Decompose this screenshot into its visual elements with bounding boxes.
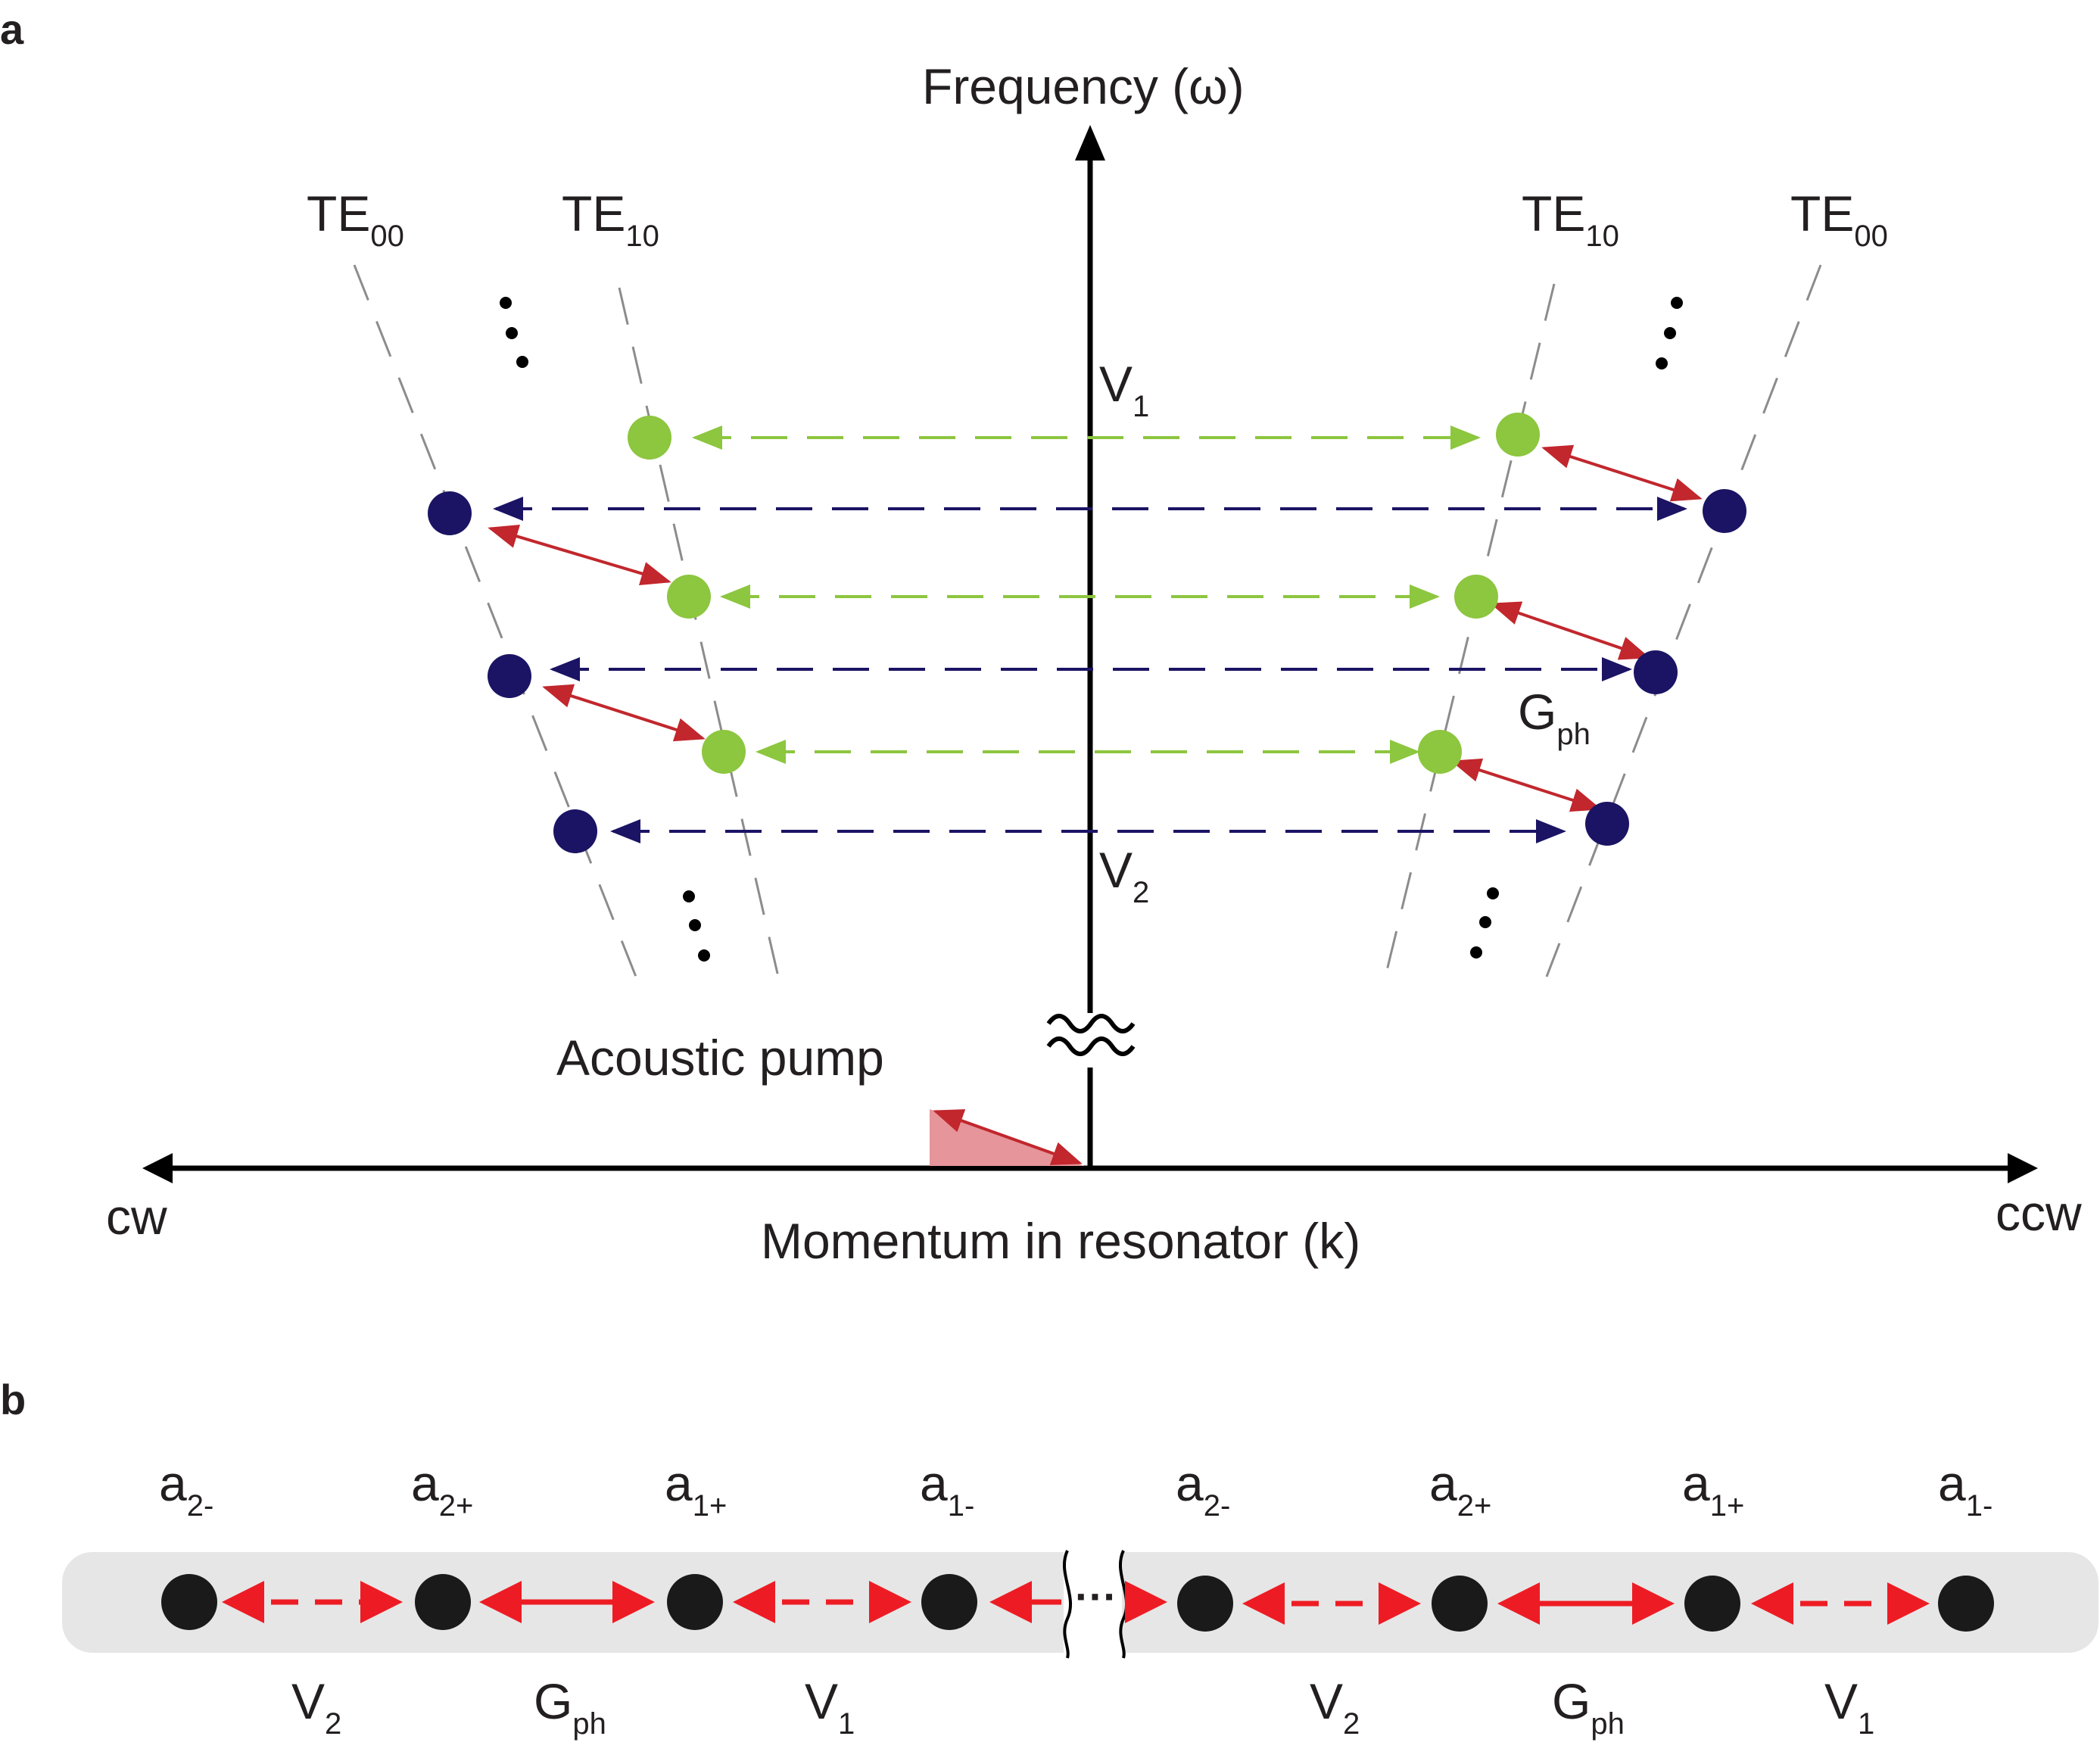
node-labels: a2- a2+ a1+ a1- a2- a2+ a1+ a1-	[159, 1455, 1993, 1523]
phonon-couplings	[488, 444, 1703, 812]
node-label: a1-	[1938, 1455, 1993, 1523]
mode-te00-cw-1	[428, 491, 472, 535]
v2-label: V2	[1099, 842, 1149, 909]
mode-te10-ccw-2	[1454, 575, 1498, 619]
chain-break: ···	[1063, 1548, 1128, 1659]
mode-te10-ccw-3	[1418, 730, 1462, 774]
mode-te10-cw-3	[702, 730, 746, 774]
dispersion-guides	[353, 264, 1822, 977]
node-a2-plus-2	[1432, 1576, 1488, 1632]
gph-label: Gph	[1518, 684, 1591, 751]
optical-modes	[428, 413, 1746, 853]
momentum-axis-left-arrowhead	[142, 1153, 173, 1183]
mode-label-te10-right: TE10	[1522, 185, 1619, 253]
node-a2-plus-1	[415, 1574, 471, 1630]
mode-te10-ccw-1	[1496, 413, 1540, 457]
mode-te00-ccw-2	[1634, 650, 1678, 694]
node-label: a1+	[1682, 1455, 1744, 1523]
panel-a-letter: a	[0, 5, 24, 53]
axis-break-squiggle-lower	[1046, 1036, 1136, 1056]
gph-left-2	[542, 684, 706, 742]
node-a2-minus-2	[1177, 1576, 1233, 1632]
node-a1-plus-2	[1684, 1576, 1740, 1632]
continuation-dots	[500, 297, 1683, 962]
chain-break-right-curve	[1119, 1550, 1128, 1659]
node-label: a2+	[1429, 1455, 1491, 1523]
panel-b-letter: b	[0, 1376, 26, 1423]
link-label: V1	[1824, 1673, 1874, 1741]
ccw-label: ccw	[1996, 1185, 2082, 1241]
link-label: Gph	[1552, 1673, 1625, 1741]
link-label: V2	[1310, 1673, 1360, 1741]
guide-te00-left	[353, 264, 637, 977]
gph-right-1	[1541, 444, 1703, 502]
node-label: a1+	[665, 1455, 727, 1523]
link-label: V2	[291, 1673, 341, 1741]
gph-right-2	[1490, 601, 1650, 660]
mode-te10-cw-2	[667, 575, 711, 619]
link-label: Gph	[534, 1673, 606, 1741]
node-label: a2-	[1176, 1455, 1230, 1523]
momentum-axis-label: Momentum in resonator (k)	[761, 1213, 1360, 1269]
guide-te10-right	[1384, 283, 1556, 977]
mode-te00-ccw-1	[1703, 489, 1746, 533]
mode-label-te10-left: TE10	[562, 185, 659, 253]
frequency-axis-label: Frequency (ω)	[922, 58, 1245, 114]
mode-te00-ccw-3	[1585, 802, 1629, 846]
mode-label-te00-right: TE00	[1790, 185, 1888, 253]
mode-te10-cw-1	[628, 416, 671, 460]
chain-nodes	[161, 1574, 1994, 1632]
acoustic-pump-label: Acoustic pump	[556, 1030, 884, 1086]
node-label: a2+	[411, 1455, 473, 1523]
link-label: V1	[805, 1673, 855, 1741]
node-label: a2-	[159, 1455, 213, 1523]
node-label: a1-	[920, 1455, 974, 1523]
node-a1-minus-1	[921, 1574, 977, 1630]
gph-left-1	[488, 524, 671, 586]
mode-label-te00-left: TE00	[307, 185, 404, 253]
frequency-axis	[1045, 125, 1136, 1170]
chain-break-left-curve	[1063, 1550, 1072, 1659]
cw-label: cw	[106, 1189, 167, 1245]
guide-te10-left	[618, 287, 780, 977]
chain-gap-ellipsis: ···	[1075, 1573, 1117, 1620]
node-a1-minus-2	[1938, 1576, 1994, 1632]
axis-break-squiggle-upper	[1046, 1014, 1136, 1033]
link-labels: V2 Gph V1 V2 Gph V1	[291, 1673, 1874, 1741]
cw-ccw-couplings	[493, 425, 1687, 843]
frequency-axis-arrowhead	[1075, 125, 1105, 161]
acoustic-pump-arrow	[933, 1109, 1083, 1165]
node-a2-minus-1	[161, 1574, 217, 1630]
mode-te00-cw-2	[488, 654, 531, 698]
guide-te00-right	[1545, 264, 1822, 977]
momentum-axis	[142, 1153, 2038, 1183]
mode-te00-cw-3	[553, 809, 597, 853]
acoustic-pump-vector	[930, 1109, 1084, 1166]
gph-right-3	[1450, 758, 1602, 812]
v1-label: V1	[1099, 356, 1149, 423]
panel-b: b ···	[0, 1376, 2098, 1741]
momentum-axis-right-arrowhead	[2008, 1153, 2038, 1183]
chain-links	[222, 1581, 1930, 1625]
panel-a: a	[0, 5, 2082, 1269]
node-a1-plus-1	[667, 1574, 723, 1630]
chain-break-gap	[1064, 1548, 1122, 1657]
